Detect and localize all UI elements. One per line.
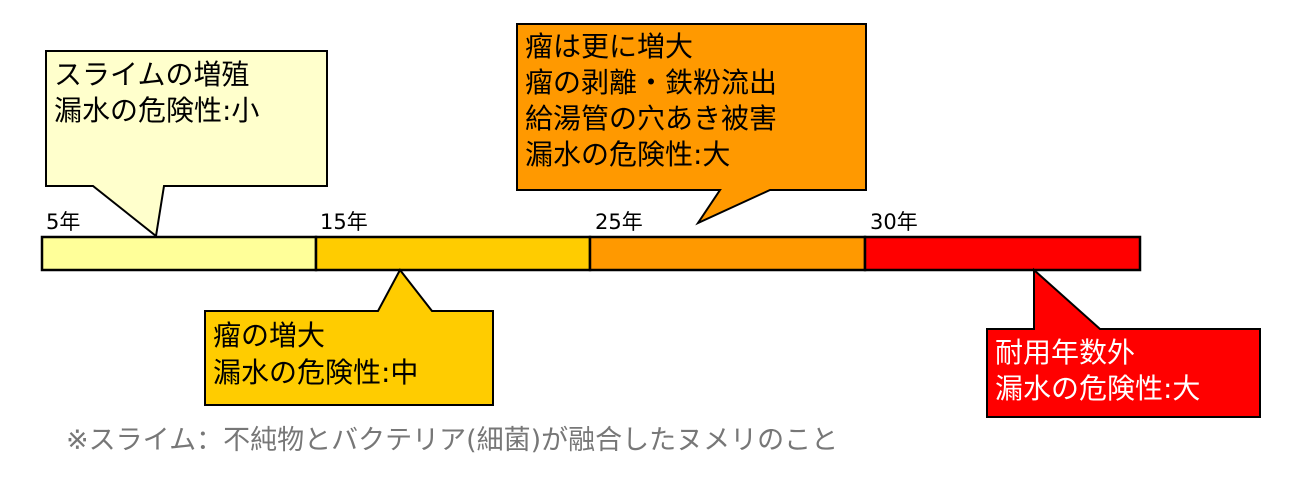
label-30-years: 30年 [870, 210, 918, 234]
callout-text: スライムの増殖 [54, 58, 249, 91]
segment-15-25 [314, 235, 592, 272]
callout-text: 漏水の危険性:小 [54, 94, 259, 127]
timeline-bar [40, 235, 1142, 272]
segment-30-plus [863, 235, 1142, 272]
callout-text: 耐用年数外 [995, 336, 1135, 369]
callout-text: 漏水の危険性:大 [995, 372, 1200, 405]
footnote: ※スライム：不純物とバクテリア(細菌)が融合したヌメリのこと [66, 425, 838, 456]
callout-text: 漏水の危険性:中 [213, 356, 418, 389]
callout-text: 瘤の増大 [213, 319, 325, 352]
callout-end-of-life: 耐用年数外 漏水の危険性:大 [986, 267, 1261, 418]
callout-tumor-growth: 瘤の増大 漏水の危険性:中 [204, 268, 494, 406]
callout-text: 漏水の危険性:大 [525, 138, 730, 171]
callout-text: 瘤の剥離・鉄粉流出 [525, 66, 777, 99]
label-25-years: 25年 [595, 210, 643, 234]
callout-slime: スライムの増殖 漏水の危険性:小 [45, 50, 328, 238]
label-5-years: 5年 [46, 210, 80, 234]
callout-text: 給湯管の穴あき被害 [525, 102, 777, 135]
callout-text: 瘤は更に増大 [525, 30, 693, 63]
segment-25-30 [588, 235, 867, 272]
label-15-years: 15年 [320, 210, 368, 234]
callout-severe: 瘤は更に増大 瘤の剥離・鉄粉流出 給湯管の穴あき被害 漏水の危険性:大 [516, 23, 867, 226]
segment-5-15 [40, 235, 318, 272]
